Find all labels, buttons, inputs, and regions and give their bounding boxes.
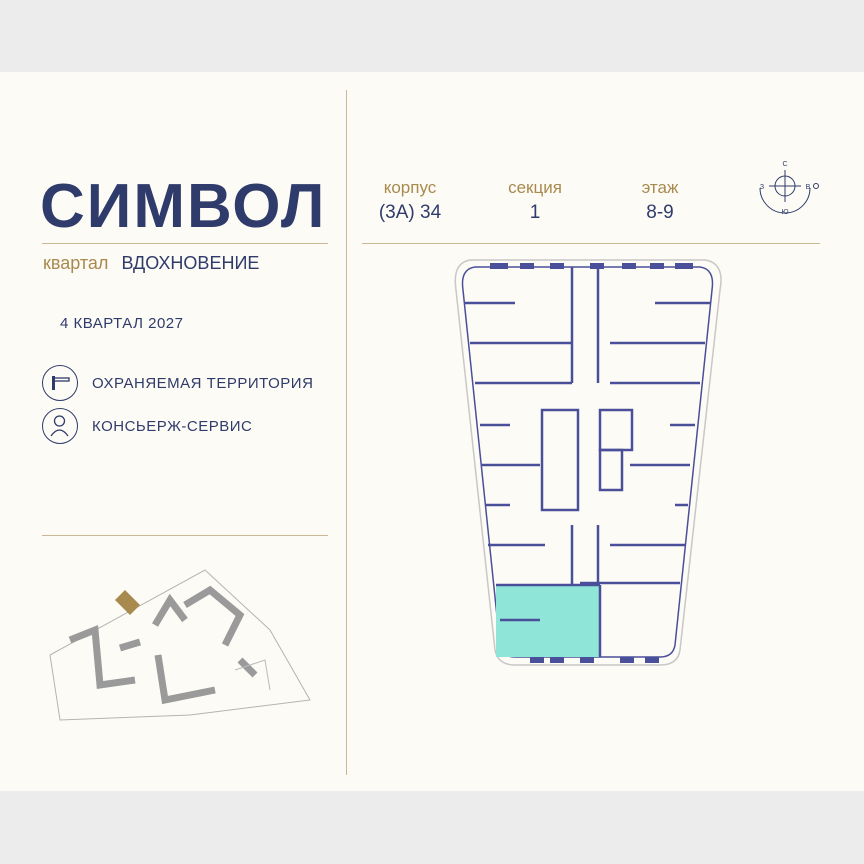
brand-divider xyxy=(42,243,328,244)
svg-text:Ю: Ю xyxy=(781,209,788,216)
floor-value: 8-9 xyxy=(646,202,674,223)
feature-security: ОХРАНЯЕМАЯ ТЕРРИТОРИЯ xyxy=(42,365,313,401)
plan-sheet xyxy=(0,72,864,791)
info-divider xyxy=(42,535,328,536)
district-name: ВДОХНОВЕНИЕ xyxy=(121,253,260,273)
compass-icon: С Ю З В xyxy=(759,161,819,216)
district: квартал ВДОХНОВЕНИЕ xyxy=(43,253,259,274)
completion-date: 4 КВАРТАЛ 2027 xyxy=(60,315,184,332)
feature-label: КОНСЬЕРЖ-СЕРВИС xyxy=(92,417,253,435)
floor-plan xyxy=(454,259,722,666)
floor-info: этаж 8-9 xyxy=(620,178,700,224)
brand-title: СИМВОЛ xyxy=(40,172,327,241)
center-divider xyxy=(346,90,347,775)
feature-concierge: КОНСЬЕРЖ-СЕРВИС xyxy=(42,408,252,444)
current-building-marker xyxy=(115,590,140,615)
site-plan-map xyxy=(49,569,311,721)
korpus-info: корпус (3А) 34 xyxy=(370,178,450,224)
concierge-icon xyxy=(42,408,78,444)
svg-text:С: С xyxy=(782,161,787,168)
floor-label: этаж xyxy=(641,178,679,197)
district-label: квартал xyxy=(43,253,109,273)
svg-text:В: В xyxy=(806,184,811,191)
svg-text:З: З xyxy=(760,184,764,191)
section-value: 1 xyxy=(529,202,541,223)
korpus-label: корпус xyxy=(383,178,437,197)
korpus-value: (3А) 34 xyxy=(378,202,442,223)
section-label: секция xyxy=(508,178,562,197)
feature-label: ОХРАНЯЕМАЯ ТЕРРИТОРИЯ xyxy=(92,374,314,392)
header-divider xyxy=(362,243,820,244)
section-info: секция 1 xyxy=(495,178,575,224)
barrier-icon xyxy=(42,365,78,401)
